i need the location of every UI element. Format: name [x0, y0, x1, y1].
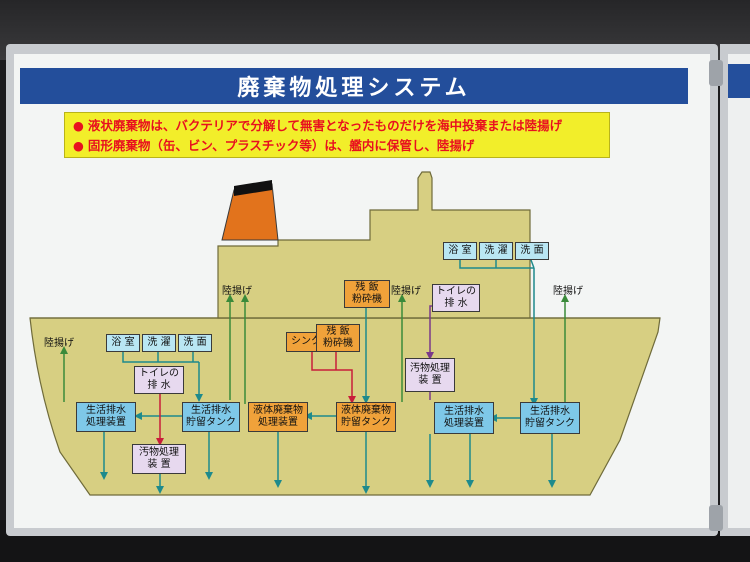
- box-laundry-right: 洗 濯: [479, 242, 513, 260]
- note-liquid: ●液状廃棄物は、バクテリアで分解して無害となったものだけを海中投棄または陸揚げ: [73, 116, 601, 136]
- box-bath-right: 浴 室: [443, 242, 477, 260]
- box-store-right: 生活排水 貯留タンク: [520, 402, 580, 434]
- title-bar: 廃棄物処理システム: [20, 68, 688, 104]
- note-solid-text: 固形廃棄物（缶、ビン、プラスチック等）は、艦内に保管し、陸揚げ: [87, 138, 475, 153]
- box-treat-left: 生活排水 処理装置: [76, 402, 136, 432]
- next-panel: [728, 54, 750, 528]
- box-sewage-left: 汚物処理 装 置: [132, 444, 186, 474]
- note-liquid-text: 液状廃棄物は、バクテリアで分解して無害となったものだけを海中投棄または陸揚げ: [87, 118, 563, 133]
- box-toilet-left: トイレの 排 水: [134, 366, 184, 394]
- note-solid: ●固形廃棄物（缶、ビン、プラスチック等）は、艦内に保管し、陸揚げ: [73, 136, 601, 156]
- hinge-bottom: [709, 505, 723, 531]
- bullet-icon: ●: [73, 138, 84, 153]
- box-washface-right: 洗 面: [515, 242, 549, 260]
- box-food-crusher-top: 残 飯 粉砕機: [344, 280, 390, 308]
- ship-superstructure: [217, 171, 531, 319]
- page-title: 廃棄物処理システム: [237, 76, 471, 101]
- box-bath-left: 浴 室: [106, 334, 140, 352]
- box-liquid-store: 液体廃棄物 貯留タンク: [336, 402, 396, 432]
- box-store-left: 生活排水 貯留タンク: [182, 402, 240, 432]
- box-washface-left: 洗 面: [178, 334, 212, 352]
- box-liquid-treat: 液体廃棄物 処理装置: [248, 402, 308, 432]
- label-rikuage-left: 陸揚げ: [44, 338, 74, 349]
- box-laundry-left: 洗 濯: [142, 334, 176, 352]
- box-treat-right: 生活排水 処理装置: [434, 402, 494, 434]
- label-rikuage-right: 陸揚げ: [553, 286, 583, 297]
- bullet-icon: ●: [73, 118, 84, 133]
- notes-box: ●液状廃棄物は、バクテリアで分解して無害となったものだけを海中投棄または陸揚げ …: [64, 112, 610, 158]
- box-sewage-right: 汚物処理 装 置: [405, 358, 455, 392]
- box-food-crusher: 残 飯 粉砕機: [316, 324, 360, 352]
- next-panel-stripe: [728, 64, 750, 98]
- box-toilet-right: トイレの 排 水: [432, 284, 480, 312]
- label-rikuage-mid: 陸揚げ: [222, 286, 252, 297]
- funnel-cap: [234, 180, 272, 196]
- label-rikuage-center: 陸揚げ: [391, 286, 421, 297]
- hinge-top: [709, 60, 723, 86]
